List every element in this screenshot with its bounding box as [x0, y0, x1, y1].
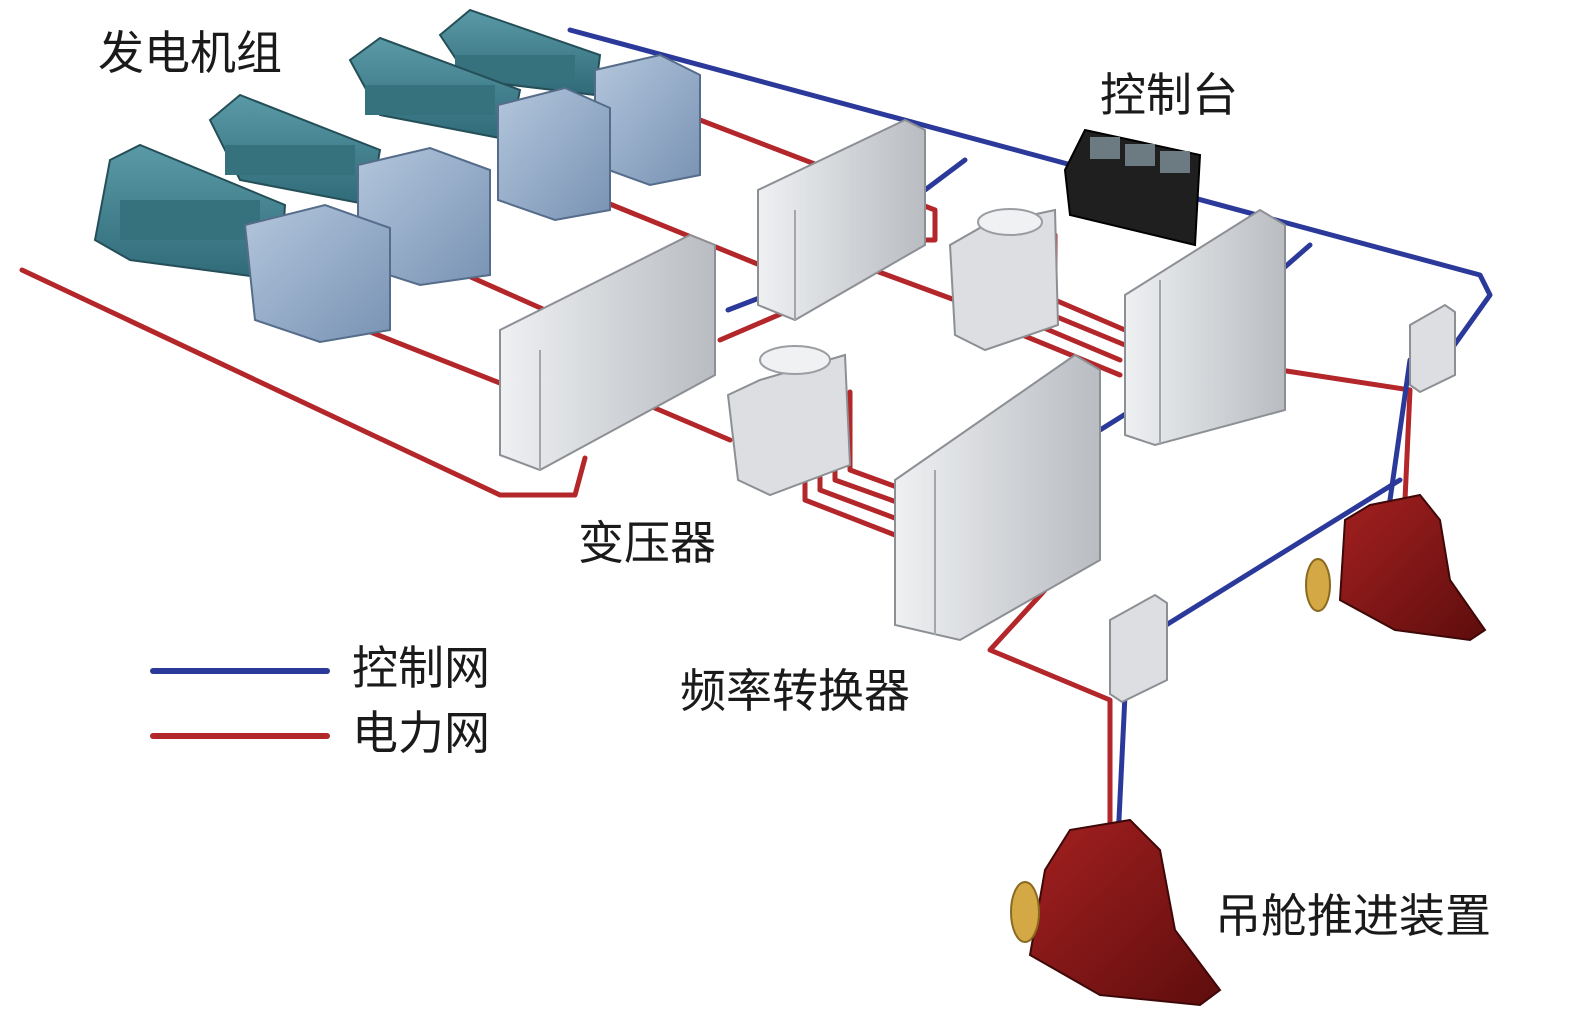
power-line-tr2-conv2d — [1052, 232, 1128, 333]
frequency-converter-1 — [894, 353, 1101, 642]
legend-label-control: 控制网 — [352, 641, 490, 695]
label-pod-propulsor: 吊舱推进装置 — [1215, 889, 1491, 943]
pod-propulsor-2 — [1305, 493, 1487, 642]
transformer-2 — [948, 208, 1060, 352]
control-line-swb — [922, 157, 968, 193]
control-line-pod1-box — [1147, 477, 1403, 638]
switchboard-2 — [757, 118, 926, 322]
power-line-swb1-swb2 — [717, 307, 793, 343]
engine-4 — [438, 8, 602, 97]
engine-2 — [208, 93, 382, 207]
control-line-pod2 — [1387, 357, 1413, 503]
control-console — [1063, 128, 1202, 247]
generator-sets — [93, 8, 701, 344]
switchboard-1 — [499, 233, 716, 472]
control-line-top — [567, 27, 1493, 368]
label-frequency-converter: 频率转换器 — [680, 664, 910, 718]
engine-3 — [348, 36, 522, 142]
frequency-converter-2 — [1124, 208, 1286, 447]
pod-control-box-2 — [1409, 303, 1456, 394]
engine-1 — [93, 143, 287, 282]
label-generator-sets: 发电机组 — [98, 26, 282, 80]
power-line-tr1-conv1d — [847, 389, 908, 493]
generator-1 — [243, 203, 391, 344]
pod-propulsor-1 — [1010, 818, 1222, 1007]
legend-label-power: 电力网 — [352, 706, 490, 760]
transformer-1 — [726, 345, 852, 497]
legend-swatch-power — [150, 733, 330, 739]
label-control-console: 控制台 — [1100, 68, 1238, 122]
pod-control-box-1 — [1109, 593, 1168, 704]
legend-swatch-control — [150, 668, 330, 674]
control-line-pod1 — [1115, 692, 1128, 843]
label-transformer: 变压器 — [578, 516, 716, 570]
generator-3 — [497, 86, 611, 222]
power-line-main — [19, 267, 588, 498]
power-line-gen3 — [597, 197, 763, 268]
